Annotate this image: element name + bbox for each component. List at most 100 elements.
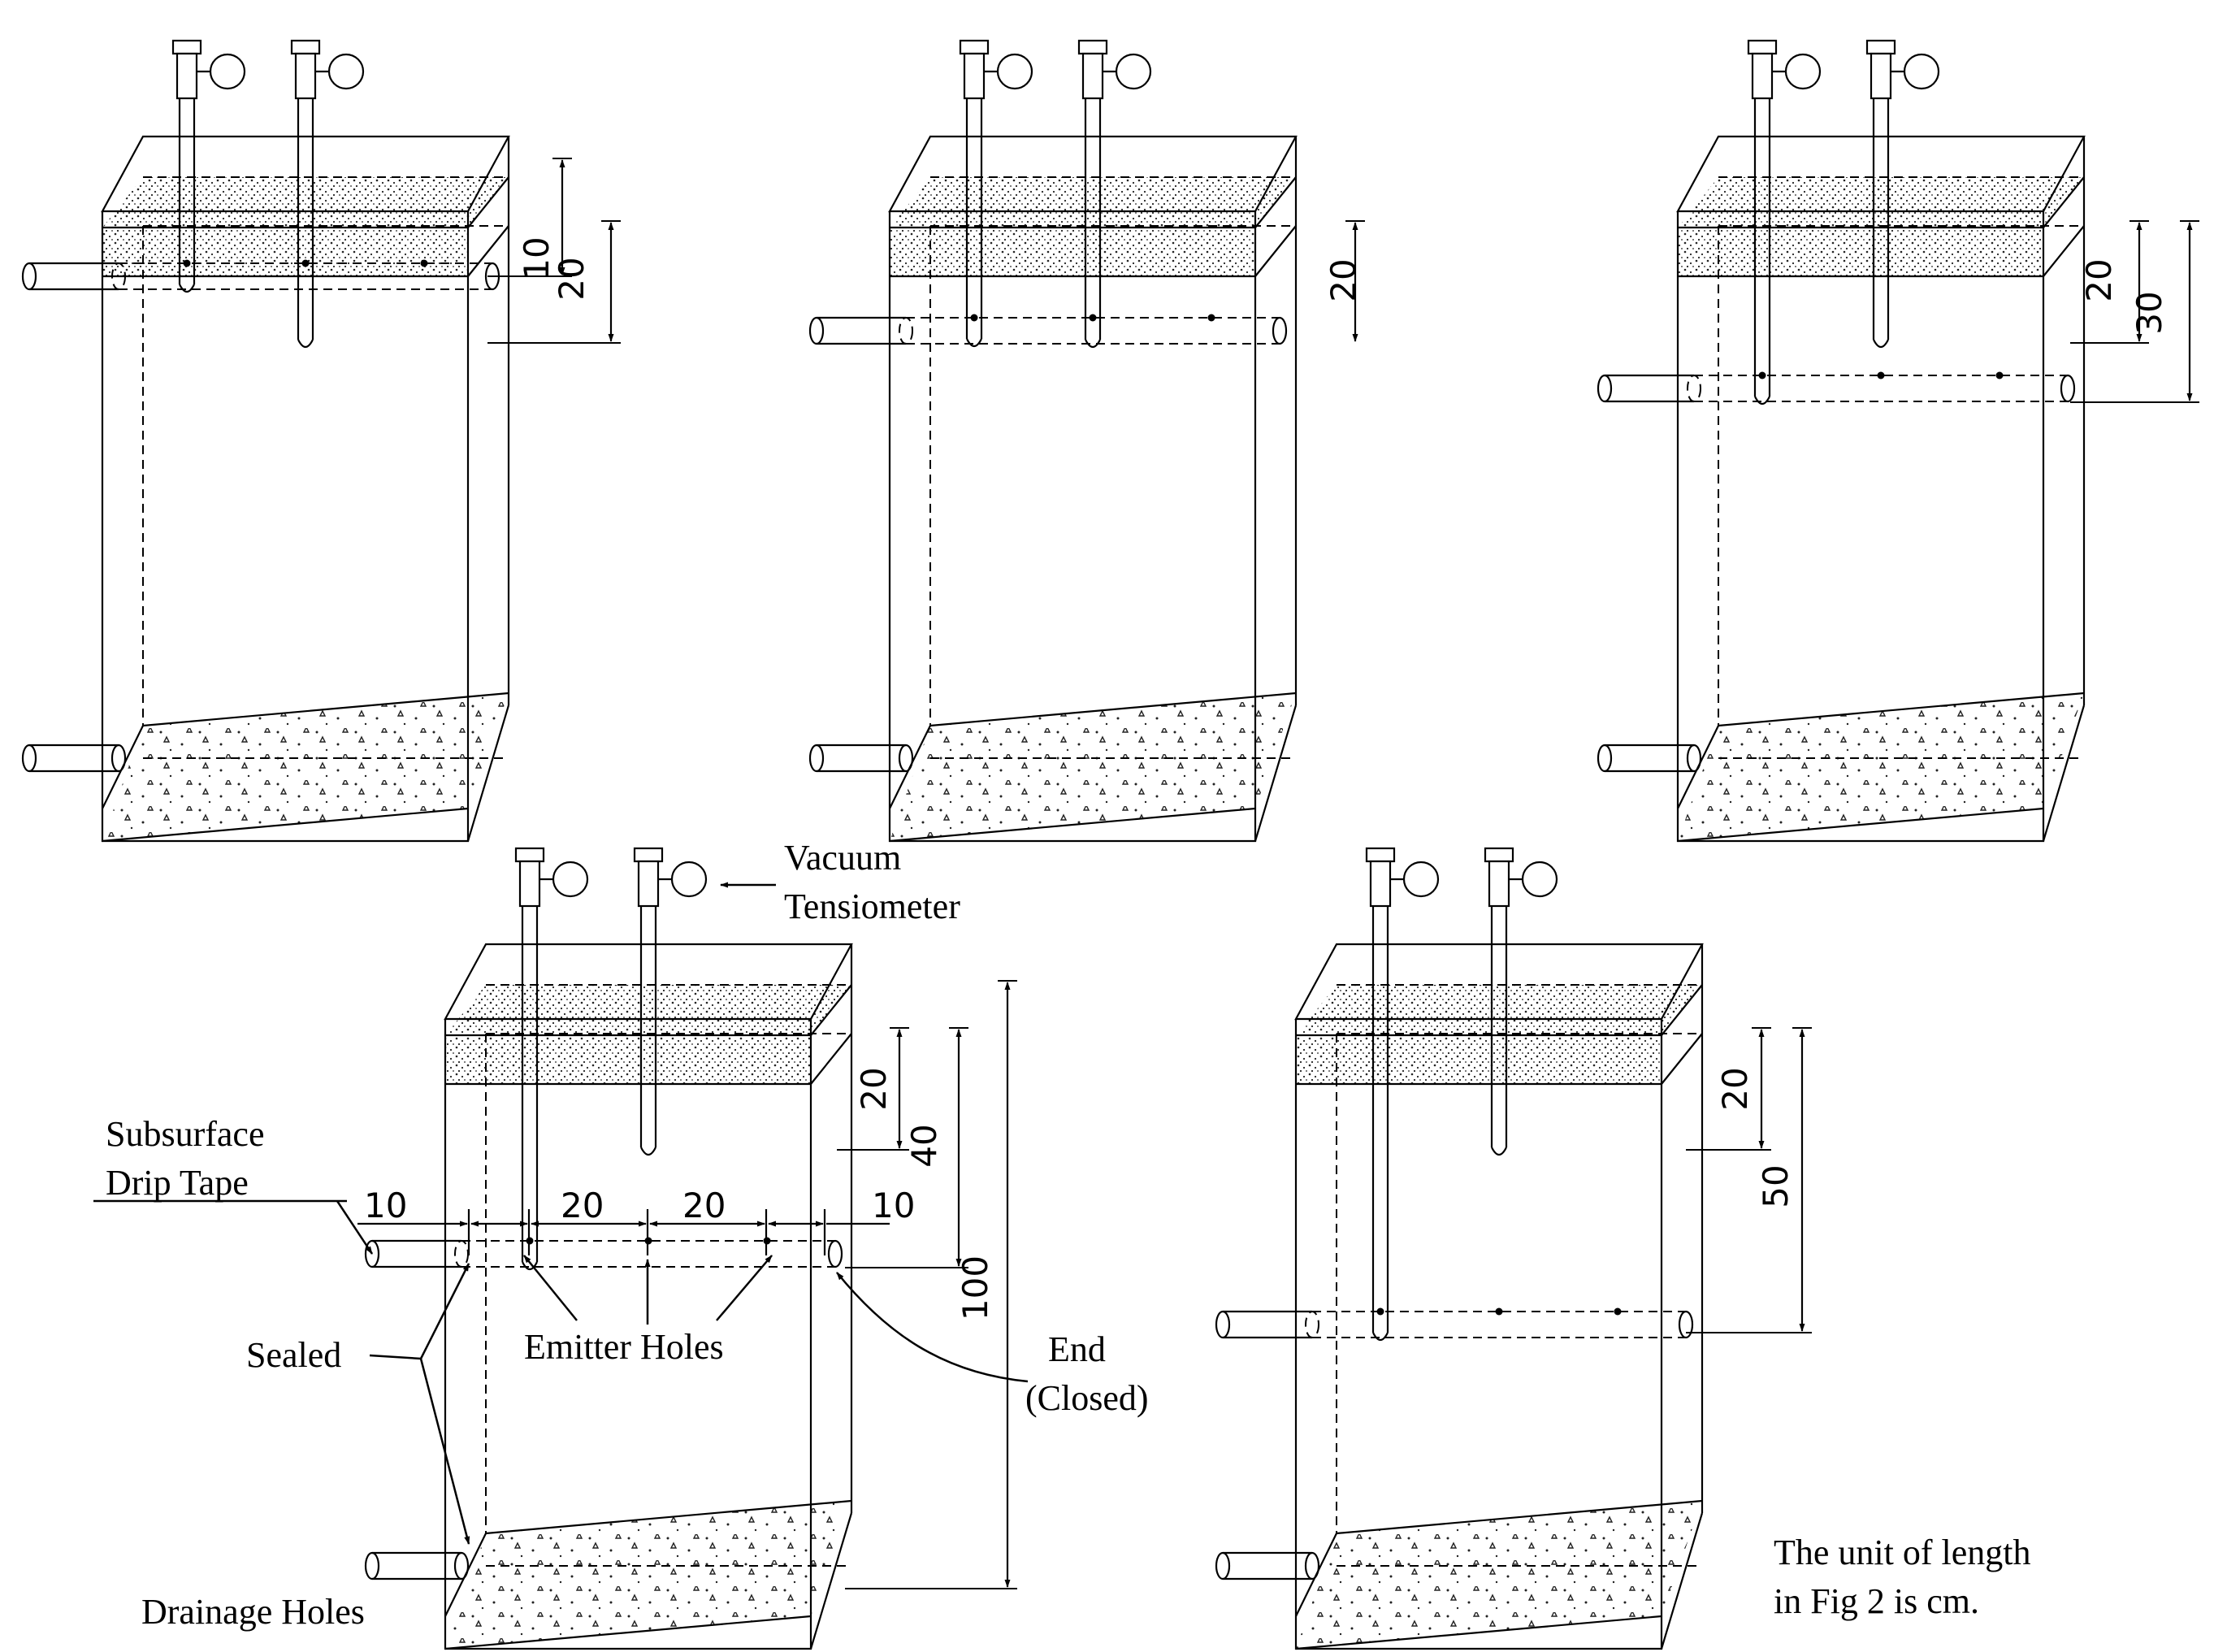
vacuum-gauge-icon bbox=[327, 53, 365, 90]
emitter-hole bbox=[1376, 1307, 1384, 1316]
gravel-slope bbox=[1295, 1615, 1662, 1650]
tensiometer-icon bbox=[633, 847, 708, 1156]
gravel-slope bbox=[102, 807, 469, 843]
box-bottom-right-edge bbox=[2042, 705, 2086, 842]
sealed-label: Sealed bbox=[246, 1335, 341, 1375]
topsoil-edge-b bbox=[1661, 1033, 1703, 1085]
tensiometer-icon bbox=[1747, 39, 1822, 405]
tensiometer-icon bbox=[290, 39, 365, 349]
topsoil-layer bbox=[1678, 177, 2084, 228]
annotation-leaders bbox=[93, 882, 1029, 1545]
vacuum-gauge-icon bbox=[1903, 53, 1940, 90]
tensiometer-icon bbox=[514, 847, 589, 1271]
emitter-hole bbox=[183, 259, 191, 267]
depth-dimension: 20 bbox=[837, 1027, 909, 1151]
topsoil-front bbox=[445, 1035, 811, 1084]
emitter-hole bbox=[301, 259, 310, 267]
gravel-layer bbox=[890, 693, 1296, 841]
gravel-layer bbox=[1296, 1501, 1702, 1649]
drainage-hole-inner bbox=[453, 1551, 470, 1580]
vacuum-label: Vacuum bbox=[784, 838, 901, 878]
spacing-10-left: 10 bbox=[364, 1186, 407, 1225]
drainage-hole bbox=[1215, 1551, 1231, 1580]
drip-tape-sealed-end bbox=[454, 1240, 469, 1268]
unit-note-line1: The unit of length bbox=[1774, 1533, 2031, 1572]
topsoil-edge bbox=[1254, 176, 1297, 228]
gravel-layer bbox=[1678, 693, 2084, 841]
vacuum-gauge-icon bbox=[552, 861, 589, 898]
depth-dimension: 20 bbox=[1686, 1027, 1771, 1151]
gravel-top-back bbox=[1718, 692, 2085, 727]
drainage-hole bbox=[1597, 744, 1613, 773]
depth-dimension: 50 bbox=[1686, 1027, 1812, 1333]
topsoil-front bbox=[1678, 228, 2043, 276]
gravel-top-back bbox=[1336, 1499, 1703, 1535]
panel-2: 20 bbox=[808, 39, 1365, 843]
drip-tape-closed-end bbox=[2060, 374, 2076, 403]
drip-tape-closed-end bbox=[1678, 1310, 1694, 1339]
vacuum-gauge-icon bbox=[1521, 861, 1558, 898]
emitter-hole bbox=[1089, 314, 1097, 322]
drip-tape-sealed-end bbox=[1687, 375, 1701, 402]
depth-dimension: 20 bbox=[2070, 220, 2149, 344]
depth-label: 20 bbox=[1715, 1067, 1755, 1110]
depth-dimension: 30 bbox=[2070, 220, 2199, 403]
topsoil-edge bbox=[467, 176, 509, 228]
topsoil-edge-b bbox=[1254, 225, 1297, 277]
vacuum-gauge-icon bbox=[670, 861, 708, 898]
drip-tape-opening bbox=[21, 262, 37, 291]
vacuum-gauge-icon bbox=[209, 53, 246, 90]
horizontal-spacing-dimensions bbox=[357, 1209, 890, 1255]
topsoil-layer bbox=[890, 177, 1296, 228]
tensiometer-icon bbox=[1077, 39, 1152, 349]
horizontal-spacing-labels: 10 20 20 10 bbox=[364, 1186, 915, 1225]
drainage-hole-inner bbox=[110, 744, 127, 773]
depth-dimension: 40 bbox=[845, 1027, 968, 1268]
topsoil-edge bbox=[1661, 984, 1703, 1036]
emitter-hole bbox=[1877, 371, 1885, 379]
box-front-edges bbox=[888, 211, 1257, 843]
topsoil-edge-b bbox=[467, 225, 509, 277]
vacuum-gauge-icon bbox=[1402, 861, 1440, 898]
box-front-edges bbox=[101, 211, 470, 843]
box-front-edges bbox=[1294, 1019, 1663, 1650]
drainage-hole bbox=[808, 744, 825, 773]
emitter-hole bbox=[1614, 1307, 1622, 1316]
depth-dimension: 10 bbox=[487, 158, 572, 280]
annotation-labels: Vacuum Tensiometer Subsurface Drip Tape … bbox=[106, 838, 2031, 1632]
end-label: End bbox=[1048, 1329, 1106, 1369]
drip-tape-opening bbox=[364, 1239, 380, 1268]
tensiometer-icon bbox=[959, 39, 1033, 348]
unit-note-line2: in Fig 2 is cm. bbox=[1774, 1581, 1979, 1621]
vacuum-gauge-icon bbox=[1784, 53, 1822, 90]
emitter-hole bbox=[1995, 371, 2004, 379]
emitter-hole bbox=[970, 314, 978, 322]
vacuum-gauge-icon bbox=[1115, 53, 1152, 90]
topsoil-layer bbox=[445, 985, 851, 1035]
drainage-hole-inner bbox=[1686, 744, 1702, 773]
drip-tape-opening bbox=[808, 316, 825, 345]
topsoil-edge-b bbox=[2043, 225, 2085, 277]
box-front-edges bbox=[444, 1019, 812, 1650]
depth-dimension: 100 bbox=[845, 980, 1017, 1589]
drip-tape-closed-end bbox=[1272, 316, 1288, 345]
gravel-top-back bbox=[929, 692, 1297, 727]
topsoil-layer bbox=[102, 177, 509, 228]
tensiometer-icon bbox=[1484, 847, 1558, 1156]
gravel-slope bbox=[889, 807, 1256, 843]
drip-tape-opening bbox=[1597, 374, 1613, 403]
drainage-hole-inner bbox=[898, 744, 914, 773]
depth-dimension: 20 bbox=[1324, 220, 1365, 342]
drainage-hole bbox=[21, 744, 37, 773]
tensiometer-icon bbox=[1365, 847, 1440, 1342]
drip-tape-opening bbox=[1215, 1310, 1231, 1339]
depth-label: 50 bbox=[1756, 1164, 1796, 1208]
emitter-hole bbox=[420, 259, 428, 267]
spacing-10-right: 10 bbox=[872, 1186, 915, 1225]
topsoil-edge-b bbox=[810, 1033, 852, 1085]
